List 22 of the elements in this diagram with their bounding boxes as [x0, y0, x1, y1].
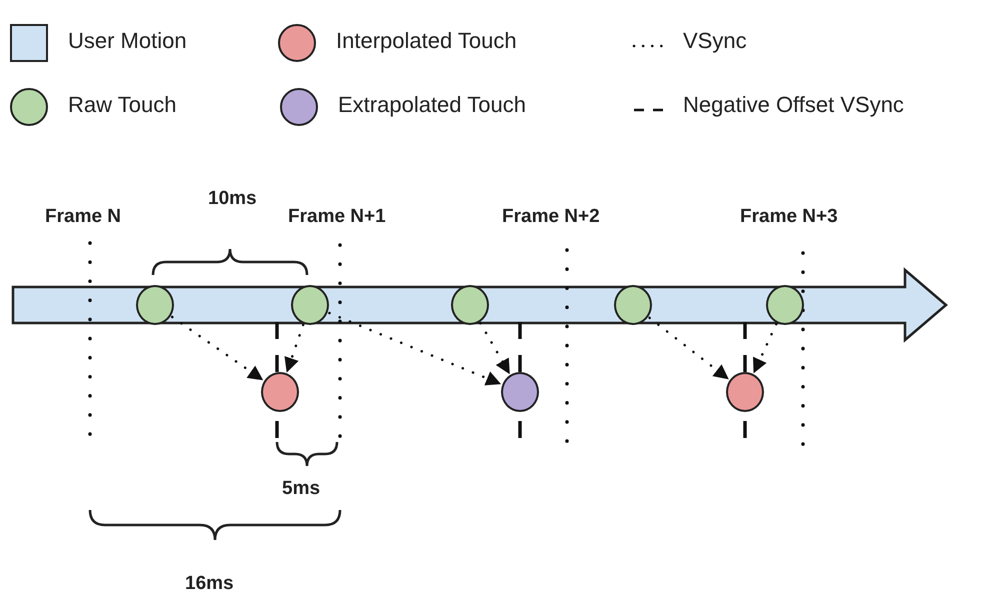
interpolated-touch-circle: [261, 372, 299, 412]
interpolated-touch-circle: [726, 372, 764, 412]
arrow: [648, 316, 729, 380]
legend-text: VSync: [683, 28, 747, 54]
arrow: [328, 312, 502, 386]
duration-label: 10ms: [208, 188, 257, 210]
extrapolated-touch-circle: [501, 372, 539, 412]
duration-label: 5ms: [282, 478, 320, 500]
legend-text: User Motion: [68, 28, 187, 54]
frame-label: Frame N: [45, 206, 122, 228]
legend-text: Raw Touch: [68, 92, 176, 118]
legend-text: Interpolated Touch: [336, 28, 517, 54]
frame-label: Frame N+2: [502, 206, 600, 228]
arrow: [479, 322, 510, 374]
legend-text: Negative Offset VSync: [683, 92, 904, 118]
duration-label: 16ms: [185, 573, 234, 595]
frame-label: Frame N+1: [288, 206, 386, 228]
arrow: [170, 316, 264, 381]
arrow: [284, 324, 304, 373]
arrow: [752, 322, 778, 374]
frame-label: Frame N+3: [740, 206, 838, 228]
legend-text: Extrapolated Touch: [338, 92, 526, 118]
